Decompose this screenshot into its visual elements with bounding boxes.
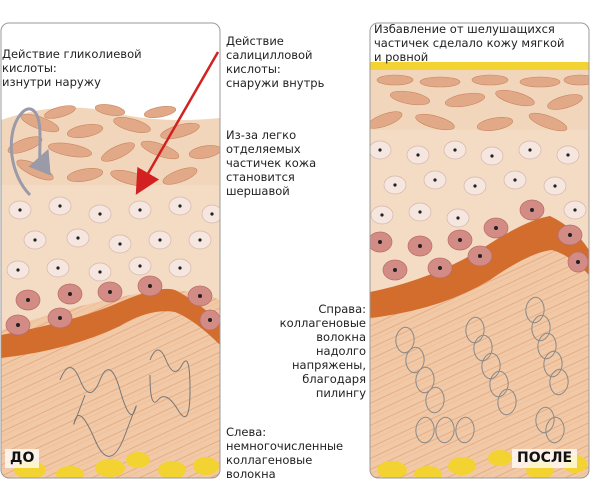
skin-cells xyxy=(5,196,220,336)
after-panel-frame xyxy=(369,22,590,479)
after-badge: ПОСЛЕ xyxy=(512,449,578,468)
glycolic-arrow xyxy=(9,107,51,197)
collagen-fiber xyxy=(149,349,191,418)
before-panel xyxy=(1,23,220,478)
salicylic-label: Действие салицилловой кислоты: снаружи в… xyxy=(226,34,325,90)
collagen-fibers-tight xyxy=(395,297,569,443)
glycolic-label: Действие гликолиевой кислоты: изнутри на… xyxy=(2,47,142,89)
salicylic-arrow xyxy=(135,51,220,195)
before-panel-frame xyxy=(0,22,221,479)
collagen-fiber xyxy=(59,367,137,457)
after-panel xyxy=(370,23,589,478)
before-badge: ДО xyxy=(5,449,40,468)
rough-skin-label: Из-за легко отделяемых частичек кожа ста… xyxy=(226,128,317,198)
after-result-label: Избавление от шелушащихся частичек сдела… xyxy=(374,22,565,64)
skin-cells xyxy=(370,140,589,281)
left-collagen-label: Слева: немногочисленные коллагеновые вол… xyxy=(226,425,344,481)
right-collagen-label: Справа: коллагеновые волокна надолго нап… xyxy=(279,302,366,400)
